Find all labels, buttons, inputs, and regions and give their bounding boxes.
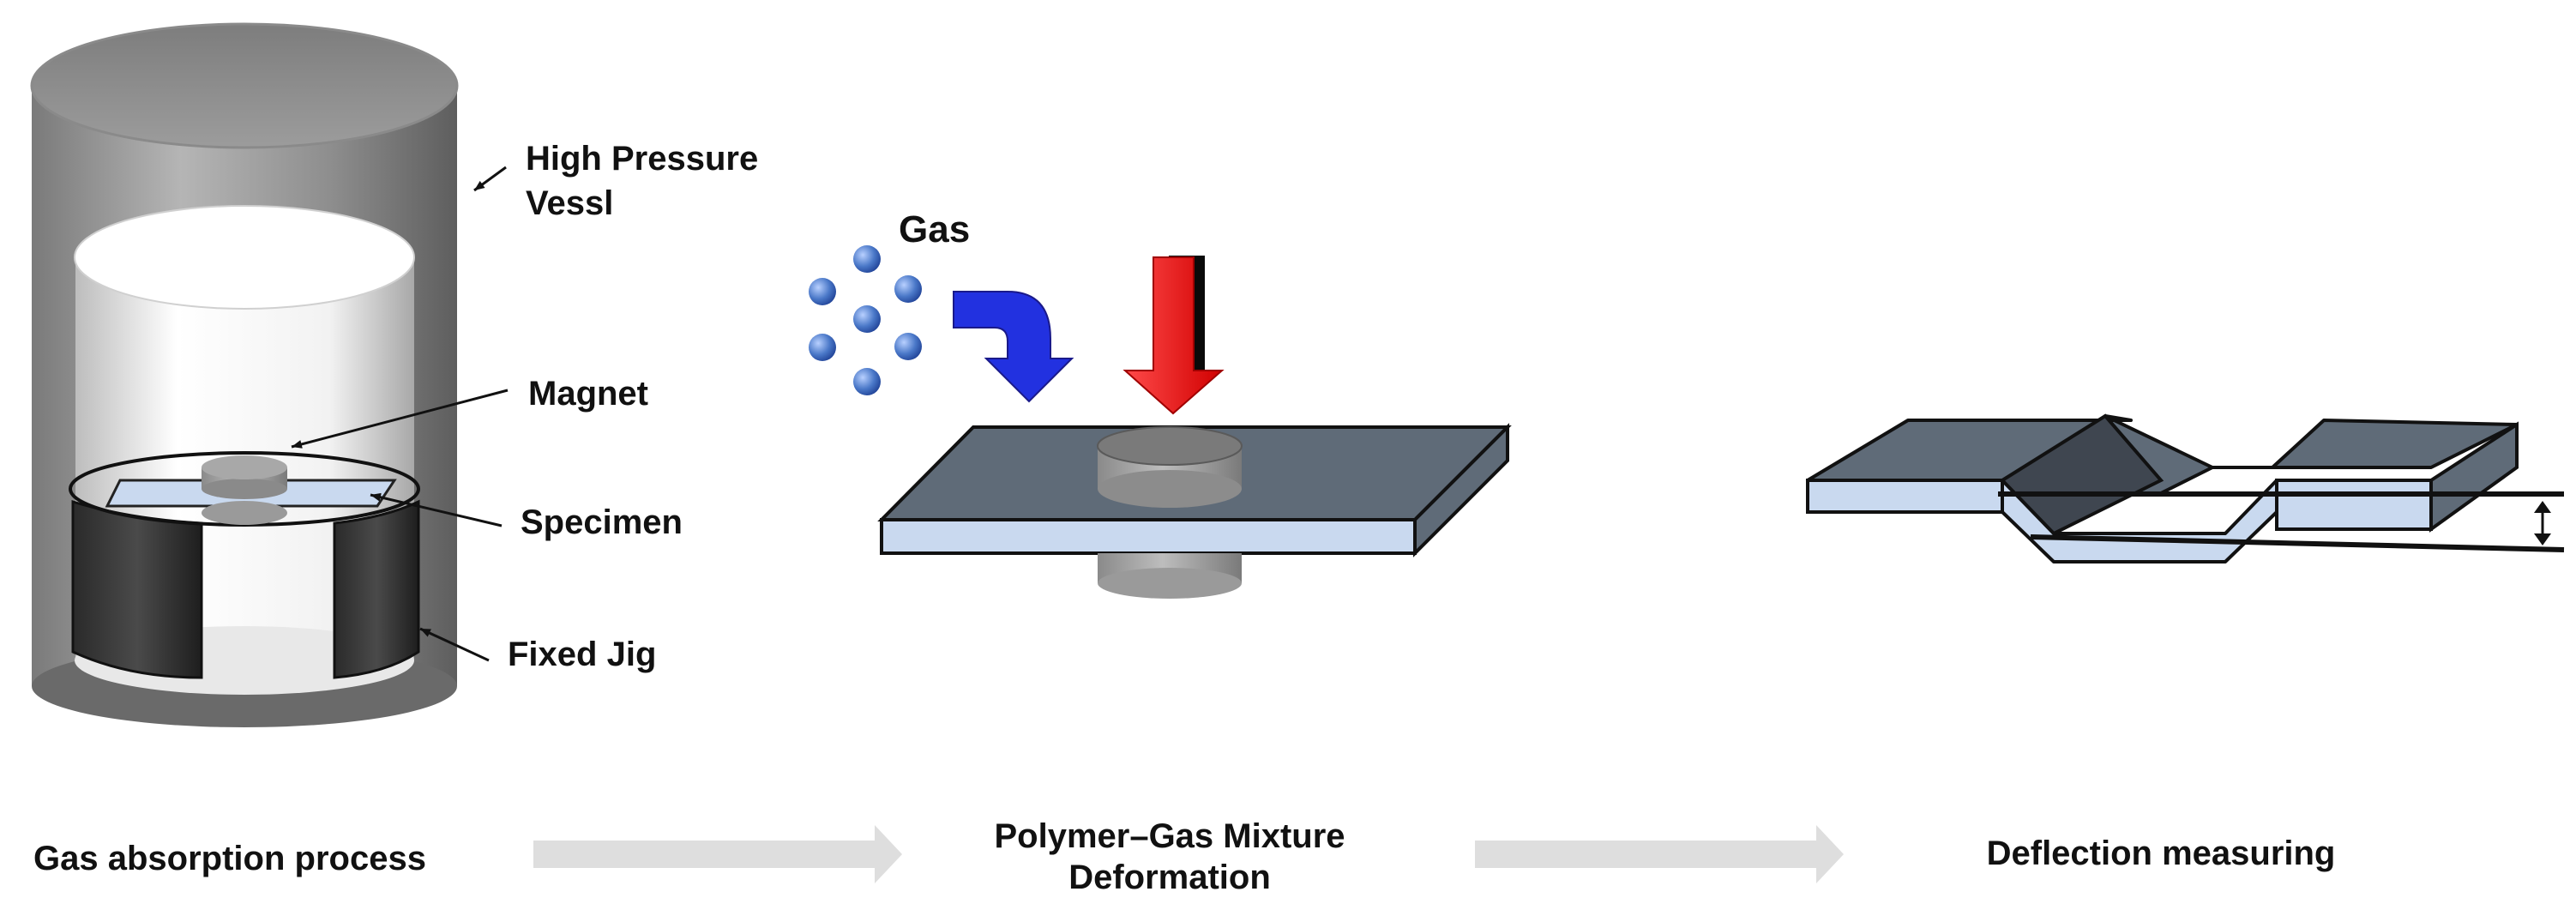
pressure-arrow-icon <box>1122 256 1225 415</box>
label-vessel-line1: High Pressure <box>526 140 758 178</box>
caption-step-2-line2: Deformation <box>1068 859 1271 896</box>
caption-step-3: Deflection measuring <box>1987 835 2336 872</box>
leader-lines <box>291 166 509 662</box>
gas-molecules <box>809 245 922 395</box>
deformation-magnet-top <box>1097 426 1243 508</box>
gas-curved-arrow-icon <box>953 291 1074 403</box>
label-gas: Gas <box>899 208 970 250</box>
flow-arrow-1-icon <box>533 825 902 883</box>
flow-arrow-2-icon <box>1475 825 1844 883</box>
label-magnet: Magnet <box>528 375 648 413</box>
caption-step-2-line1: Polymer–Gas Mixture <box>994 817 1345 855</box>
caption-step-1: Gas absorption process <box>33 840 426 877</box>
vessel-magnet <box>202 455 287 525</box>
label-vessel-line2: Vessl <box>526 184 613 222</box>
deflection-reference-lines <box>1998 491 2565 552</box>
deformation-magnet-bottom <box>1098 553 1242 599</box>
label-specimen: Specimen <box>521 503 683 541</box>
label-fixed-jig: Fixed Jig <box>508 636 656 673</box>
deflection-arrow-icon <box>2534 501 2551 545</box>
